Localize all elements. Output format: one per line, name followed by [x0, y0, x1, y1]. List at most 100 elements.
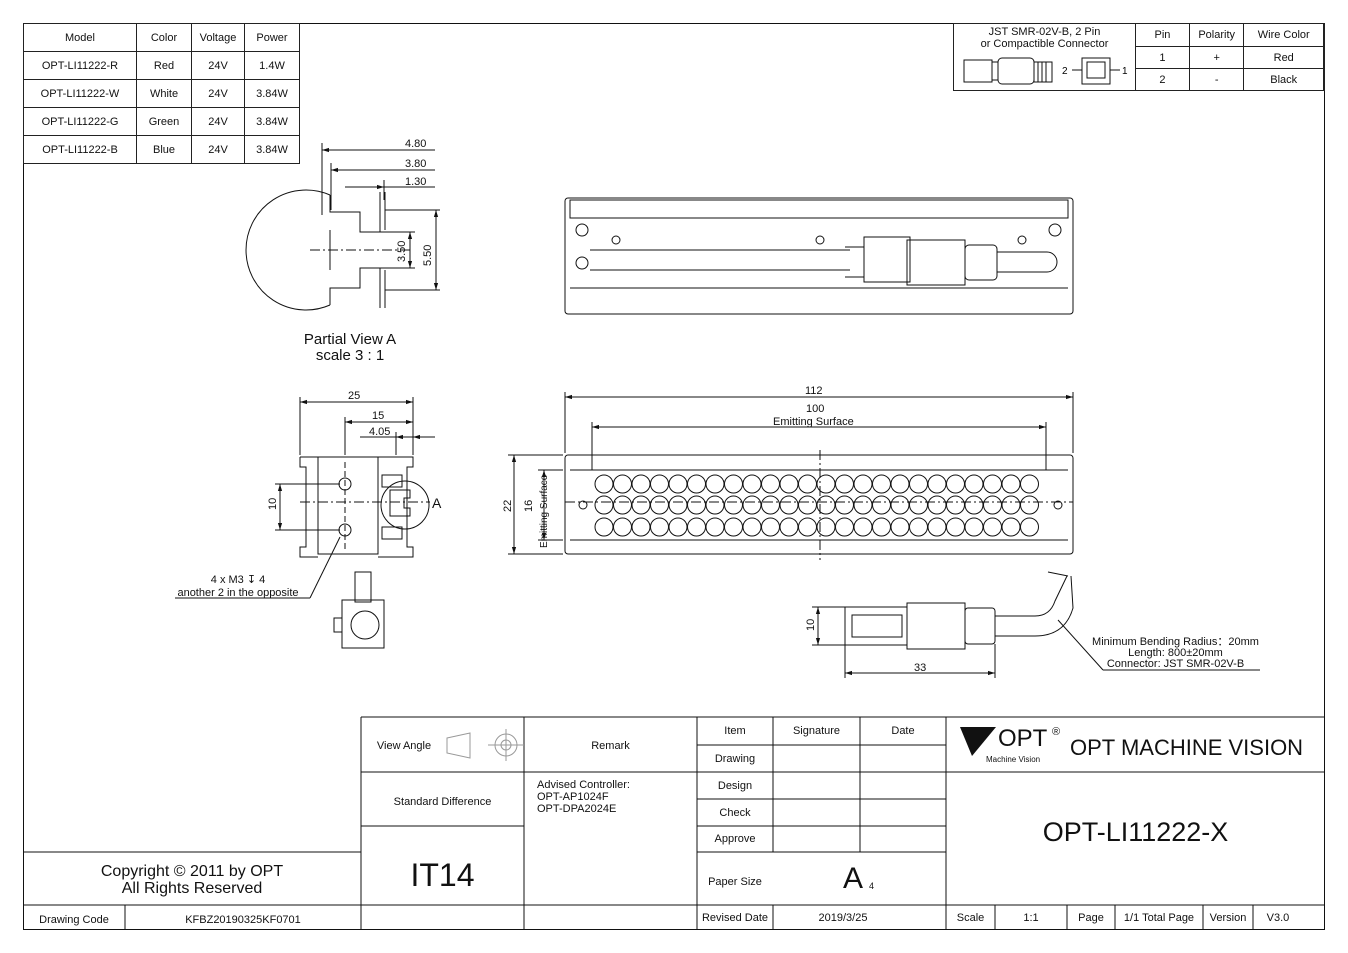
led: [742, 517, 762, 537]
cable-view: [812, 571, 1260, 678]
led: [835, 495, 854, 515]
led: [872, 517, 891, 537]
dim-4-80: 4.80: [405, 138, 426, 150]
led: [761, 517, 780, 537]
led: [687, 474, 706, 494]
pin-table: Pin Polarity Wire Color 1 + Red 2 - Blac…: [1135, 23, 1324, 91]
cable-note-line2: Length: 800±20mm: [1128, 647, 1223, 659]
cable-note: Minimum Bending Radius：20mm Length: 800±…: [1088, 637, 1263, 670]
led: [853, 495, 873, 515]
led: [668, 474, 688, 494]
cell: 3.84W: [244, 135, 300, 164]
led: [890, 474, 910, 494]
dim-100: 100: [806, 403, 824, 415]
cell: Blue: [136, 135, 192, 164]
led: [668, 517, 688, 537]
connector-panel: JST SMR-02V-B, 2 Pin or Compactible Conn…: [953, 23, 1325, 91]
cell: OPT-LI11222-W: [23, 79, 137, 108]
led: [927, 517, 947, 537]
led: [853, 474, 873, 494]
pin1-label: 1: [1122, 66, 1128, 77]
led: [631, 474, 651, 494]
connector-title-line2: or Compactible Connector: [980, 38, 1109, 50]
led: [724, 517, 743, 537]
led: [983, 517, 1002, 537]
dim-22: 22: [502, 500, 514, 512]
led: [983, 474, 1002, 494]
led: [613, 517, 632, 537]
led: [761, 474, 780, 494]
led: [705, 495, 725, 515]
dim-15: 15: [372, 410, 384, 422]
side-view: [175, 397, 435, 649]
led: [1020, 517, 1039, 537]
led: [613, 495, 632, 515]
cell: Black: [1243, 68, 1324, 91]
led: [872, 474, 891, 494]
led: [650, 495, 669, 515]
led: [724, 495, 743, 515]
cable-note-line1: Minimum Bending Radius：20mm: [1092, 636, 1259, 648]
cell: 2: [1135, 68, 1190, 91]
led: [946, 474, 965, 494]
led: [1020, 474, 1039, 494]
cell: 24V: [191, 79, 245, 108]
led: [1001, 517, 1021, 537]
led: [779, 517, 799, 537]
drawing-frame: [23, 23, 1325, 930]
led: [890, 517, 910, 537]
mounting-note-line2: another 2 in the opposite: [177, 587, 299, 599]
led: [779, 495, 799, 515]
led: [761, 495, 780, 515]
led: [964, 474, 984, 494]
dim-33: 33: [914, 662, 926, 674]
view-marker-a: A: [432, 495, 442, 511]
led: [1001, 495, 1021, 515]
led: [742, 474, 762, 494]
mounting-note-line1: 4 x M3 ↧ 4: [210, 574, 266, 586]
header-color: Color: [136, 23, 192, 52]
partial-view-title-text: Partial View A: [303, 331, 397, 348]
led: [872, 495, 891, 515]
led: [650, 474, 669, 494]
led: [909, 517, 928, 537]
connector-title: JST SMR-02V-B, 2 Pin or Compactible Conn…: [954, 26, 1135, 50]
cell: 24V: [191, 135, 245, 164]
led: [816, 474, 836, 494]
led: [650, 517, 669, 537]
led: [798, 517, 817, 537]
mounting-note: 4 x M3 ↧ 4 another 2 in the opposite: [170, 574, 306, 600]
partial-view-a: [245, 143, 440, 311]
led: [927, 495, 947, 515]
led: [668, 495, 688, 515]
dim-25: 25: [348, 390, 360, 402]
partial-view-scale: scale 3 : 1: [315, 347, 385, 364]
led: [705, 474, 725, 494]
top-view: [564, 197, 1074, 315]
led: [742, 495, 762, 515]
emitting-surface-vertical: Emitting Surface: [539, 474, 550, 548]
connector-title-line1: JST SMR-02V-B, 2 Pin: [988, 26, 1101, 38]
led: [705, 517, 725, 537]
dim-10-side: 10: [267, 498, 279, 510]
led: [594, 474, 614, 494]
led: [798, 474, 817, 494]
front-view: [508, 392, 1074, 560]
led: [835, 474, 854, 494]
dim-10-cable: 10: [805, 619, 817, 631]
dim-3-80: 3.80: [405, 158, 426, 170]
led: [724, 474, 743, 494]
pin2-label: 2: [1062, 66, 1068, 77]
led: [631, 495, 651, 515]
cable-note-line3: Connector: JST SMR-02V-B: [1106, 658, 1245, 670]
led: [946, 517, 965, 537]
led: [631, 517, 651, 537]
cell: 24V: [191, 107, 245, 136]
led: [927, 474, 947, 494]
connector-diagram: 2 1: [963, 57, 1128, 85]
led: [853, 517, 873, 537]
cell: 1.4W: [244, 51, 300, 80]
led: [983, 495, 1002, 515]
partial-view-title: Partial View A scale 3 : 1: [280, 332, 420, 364]
cell: OPT-LI11222-B: [23, 135, 137, 164]
